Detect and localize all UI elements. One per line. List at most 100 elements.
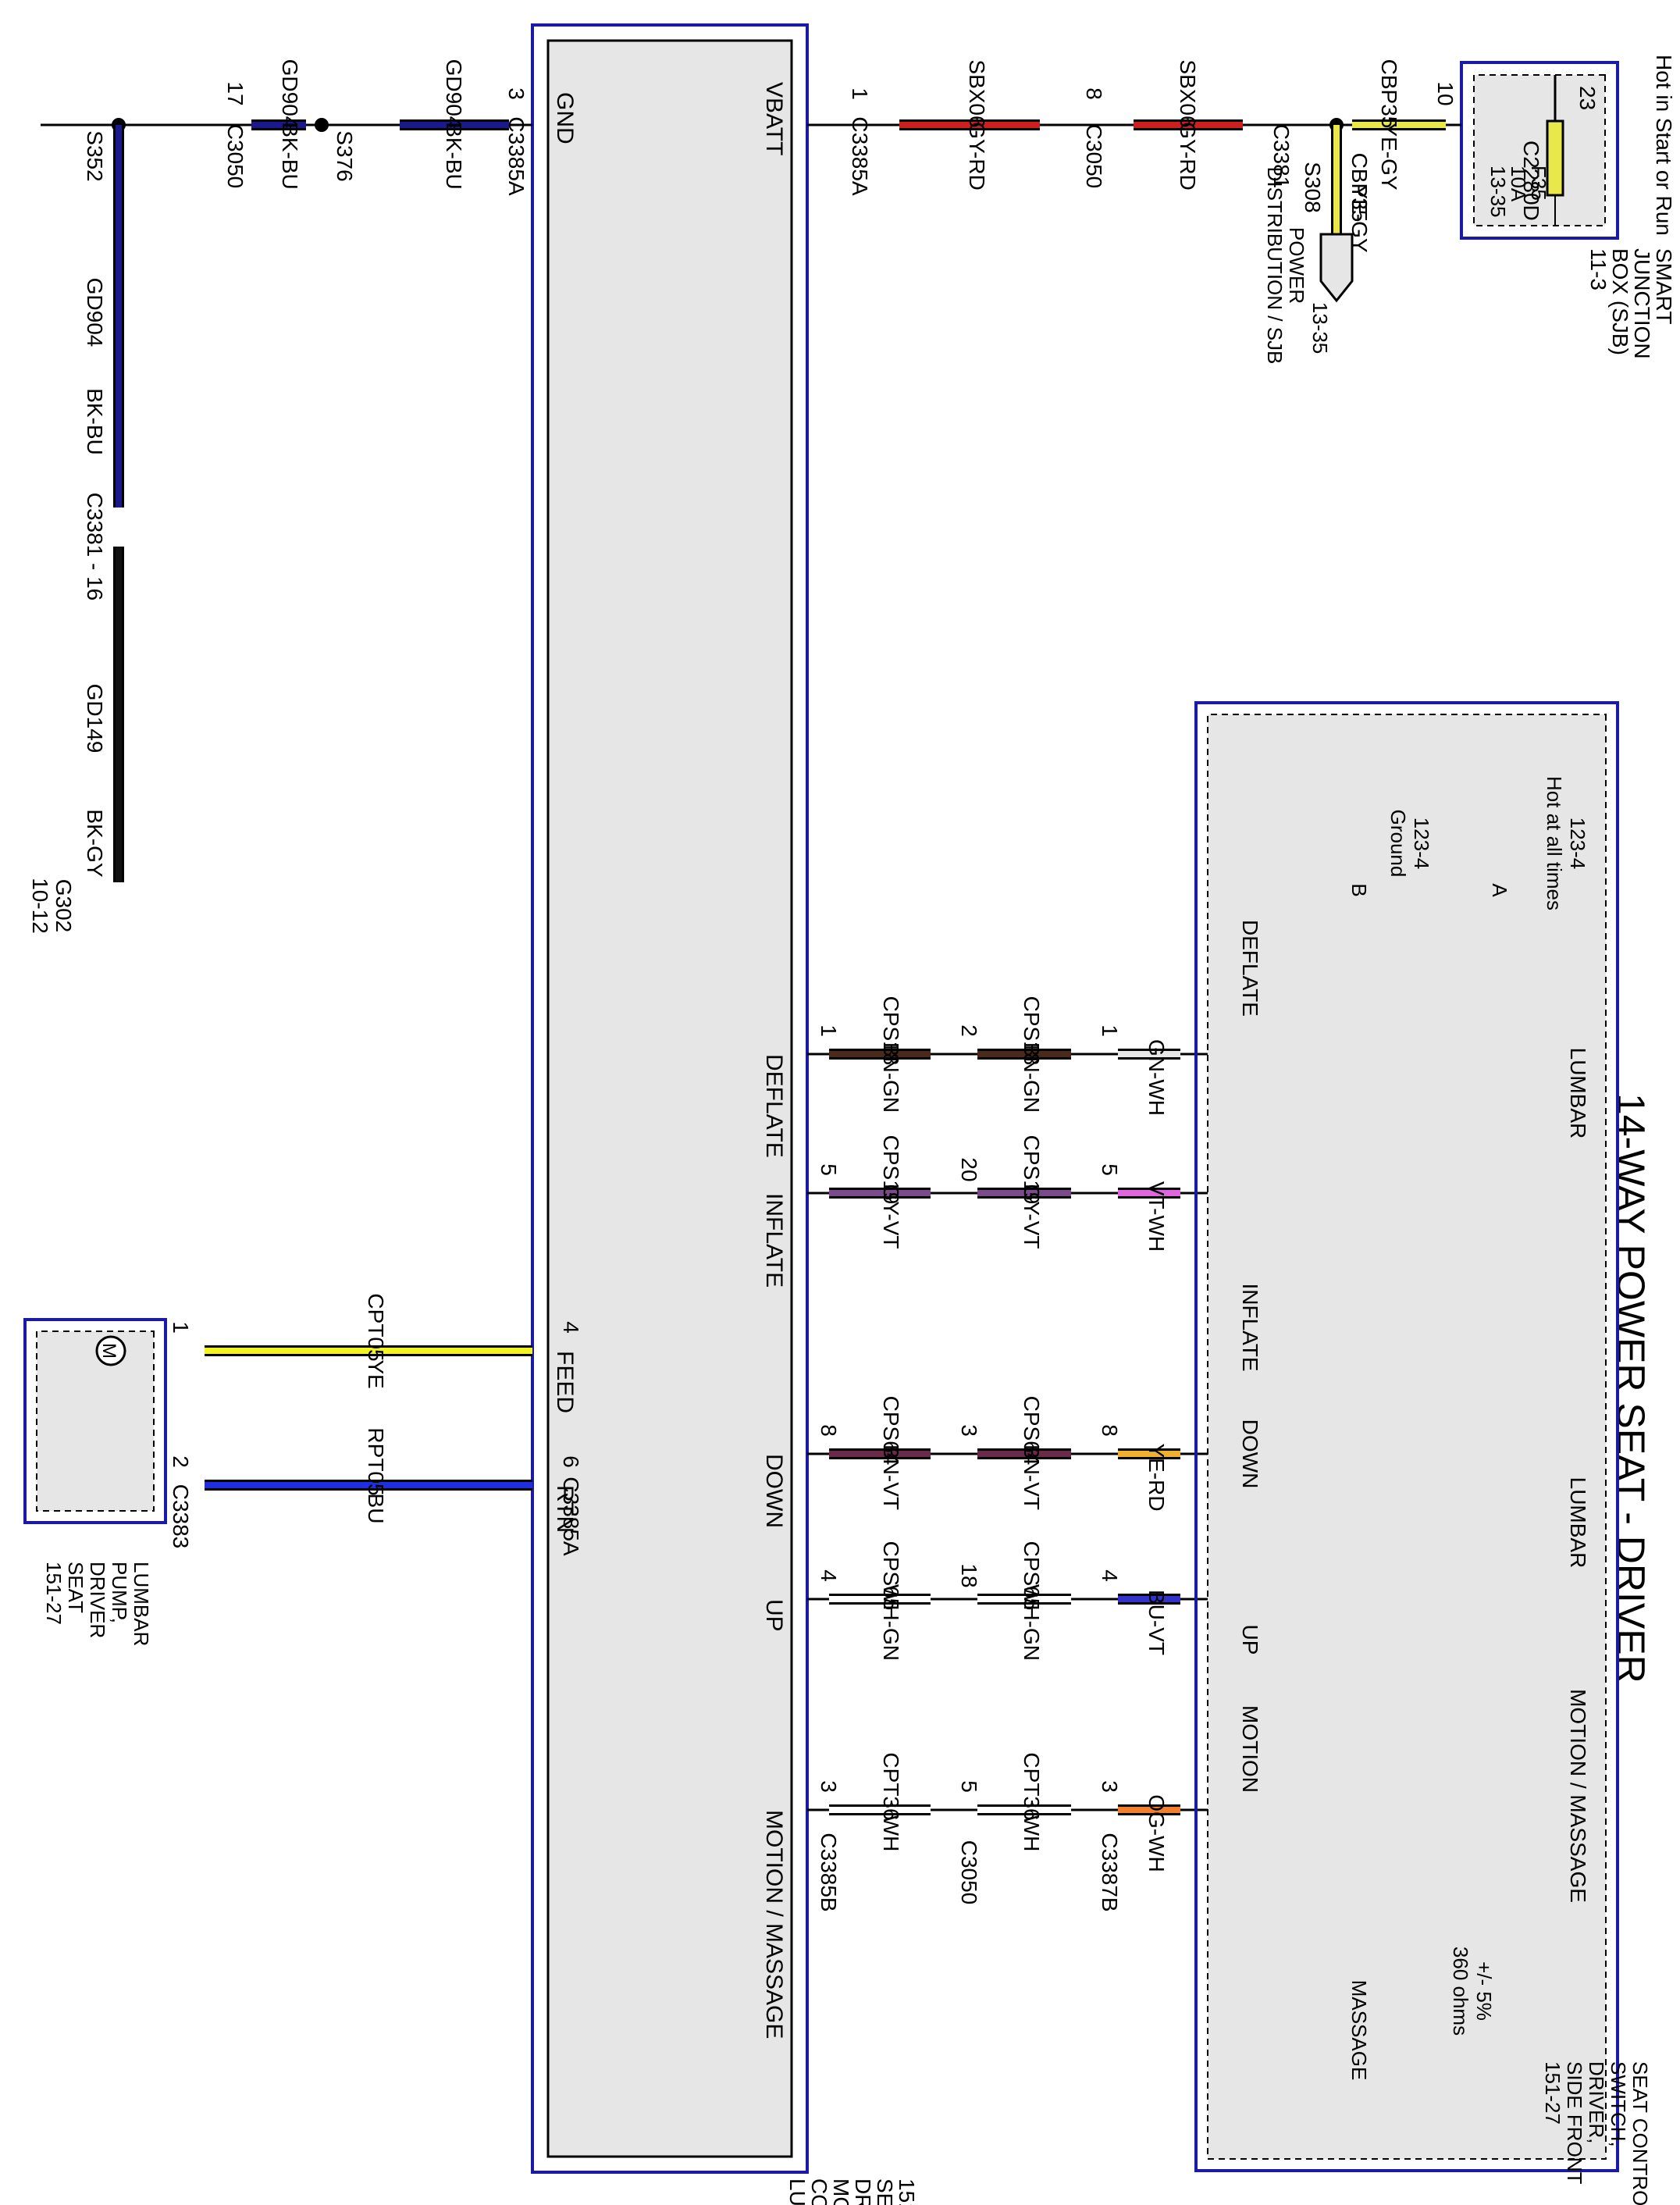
signal-wire2-color-2: BN-VT [1020, 1444, 1044, 1510]
pump-name-1: PUMP, [108, 1562, 131, 1623]
ground-g302: G302 [52, 879, 76, 933]
wire-gd904-a-color: BK-BU [278, 123, 302, 190]
module-pin-vbatt: VBATT [761, 82, 787, 155]
switch-motion-massage: MOTION / MASSAGE [1566, 1689, 1590, 1903]
pump-box-outer [23, 1318, 167, 1524]
module-name: LUMBAR CONTROL MODULE, DRIVER SEAT 151-2… [785, 2178, 919, 2205]
splice-s308-label: S308 [1301, 162, 1325, 212]
pin-3: 3 [504, 87, 529, 100]
signal-wire3-color-3: BU-VT [1144, 1590, 1169, 1655]
wire-rpt05-color: BU [364, 1494, 388, 1524]
module-pin-up: UP [761, 1599, 787, 1632]
power-distribution-arrow [1319, 233, 1354, 303]
ref-a: 123-4 [1566, 818, 1589, 870]
motor-icon [95, 1335, 126, 1366]
connector-c3050-v: C3050 [1082, 124, 1106, 189]
pin-feed-4: 4 [559, 1321, 583, 1334]
wire-gd904-v-color: BK-BU [83, 388, 107, 455]
pump-name-4: 151-27 [42, 1562, 66, 1625]
switch-box-outer [1194, 701, 1619, 2172]
wire-sbx06-b-name: SBX06 [965, 59, 989, 127]
switch-down: DOWN [1238, 1420, 1262, 1489]
wire-sbx06-a-name: SBX06 [1176, 59, 1200, 127]
fuse-ref: 13-35 [1486, 166, 1510, 218]
connector-c3385b: C3385B [817, 1833, 841, 1911]
svg-text:DRIVER: DRIVER [851, 2178, 875, 2205]
signal-pin-m-2: 8 [817, 1424, 841, 1437]
wire-gd149-color: BK-GY [83, 809, 107, 877]
pump-name-0: LUMBAR [130, 1562, 153, 1646]
svg-text:BOX (SJB): BOX (SJB) [1608, 248, 1632, 355]
switch-box [1207, 714, 1607, 2160]
signal-pin-mid-1: 20 [957, 1157, 981, 1181]
wire-sbx06-a-color: GY-RD [1176, 122, 1200, 191]
pd-label-0: POWER [1285, 227, 1308, 304]
connector-c2280d: C2280D [1519, 141, 1543, 221]
lumbar-control-module: GND VBATT FEED RTN DEFLATE INFLATE DOWN … [531, 23, 919, 2205]
signal-wire3-color-2: YE-RD [1144, 1443, 1169, 1511]
resistor-tolerance: +/- 5% [1472, 1961, 1496, 2021]
signal-wire2-color-4: WH [1020, 1815, 1044, 1852]
signal-pin-m-1: 5 [817, 1163, 841, 1176]
connector-c3387b: C3387B [1098, 1833, 1122, 1911]
connector-c3381: C3381 [1269, 124, 1294, 189]
signal-wire1-color-2: BN-VT [879, 1444, 903, 1510]
signal-wire2-name-1: CPS19 [1020, 1135, 1044, 1205]
signal-wire1-color-4: WH [879, 1815, 903, 1852]
splice-s376-label: S376 [333, 130, 357, 181]
connector-c3385a-p: C3385A [559, 1477, 583, 1556]
power-feed-circuit: F35 10A 13-35 Hot in Start or Run SMART … [1460, 55, 1676, 359]
wire-gd904-a-name: GD904 [278, 59, 302, 129]
signal-pin-s-2: 8 [1098, 1424, 1122, 1437]
ref-b: 123-4 [1410, 818, 1433, 870]
pump-box [36, 1330, 155, 1512]
signal-wire2-name-3: CPS65 [1020, 1541, 1044, 1611]
svg-text:SMART: SMART [1652, 248, 1676, 325]
sjb-label: SMART JUNCTION BOX (SJB) 11-3 [1586, 248, 1676, 359]
wires [23, 118, 1619, 2172]
wire-cpt05-name: CPT05 [364, 1293, 388, 1361]
svg-text:CONTROL: CONTROL [807, 2178, 831, 2205]
switch-motion: MOTION [1238, 1705, 1262, 1793]
signal-pin-mid-0: 2 [957, 1024, 981, 1037]
signal-wire1-name-0: CPS18 [879, 996, 903, 1066]
signal-wire1-color-1: GY-VT [879, 1184, 903, 1249]
ref-a-tag: A [1488, 883, 1511, 897]
module-pin-feed: FEED [552, 1351, 578, 1413]
signal-pin-mid-4: 5 [957, 1780, 981, 1793]
pin-1: 1 [848, 87, 872, 100]
connector-c3050-s: C3050 [957, 1840, 981, 1905]
module-pin-motion-massage: MOTION / MASSAGE [761, 1810, 787, 2039]
signal-pin-m-4: 3 [817, 1780, 841, 1793]
connector-c3385a-g: C3385A [504, 116, 529, 196]
svg-text:MODULE,: MODULE, [829, 2178, 853, 2205]
signal-wire1-name-1: CPS19 [879, 1135, 903, 1205]
signal-wire2-name-4: CPT36 [1020, 1752, 1044, 1820]
pd-label-1: DISTRIBUTION / SJB [1263, 167, 1287, 365]
module-pin-down: DOWN [761, 1454, 787, 1528]
wire-gd904-v-name: GD904 [83, 278, 107, 347]
splice-s352-label: S352 [83, 130, 107, 181]
switch-lumbar-1: LUMBAR [1566, 1048, 1590, 1139]
ref-a-label: Hot at all times [1543, 776, 1566, 910]
svg-text:LUMBAR: LUMBAR [785, 2178, 810, 2205]
splice-s376 [315, 118, 329, 132]
resistor-value: 360 ohms [1449, 1947, 1472, 2036]
connector-c3383: C3383 [169, 1484, 193, 1549]
hot-label: Hot in Start or Run [1652, 55, 1676, 236]
fuse-rating: 10A [1507, 166, 1530, 202]
svg-text:JUNCTION: JUNCTION [1630, 248, 1654, 359]
signal-wire2-name-2: CPS64 [1020, 1396, 1044, 1466]
pin-17: 17 [223, 81, 247, 105]
pump-name-2: DRIVER [86, 1562, 109, 1638]
switch-name-4: 151-27 [1541, 2061, 1564, 2125]
module-pin-inflate: INFLATE [761, 1193, 787, 1288]
wire-cbp35-name: CBP35 [1377, 59, 1401, 129]
switch-name-0: SEAT CONTROL [1628, 2061, 1652, 2205]
switch-lumbar-2: LUMBAR [1566, 1477, 1590, 1569]
signal-wire3-color-1: VT-WH [1144, 1181, 1169, 1252]
wire-gd904-b-name: GD904 [442, 59, 466, 129]
connector-c3381-16: C3381 - 16 [83, 493, 107, 601]
svg-text:151-27: 151-27 [895, 2178, 919, 2205]
